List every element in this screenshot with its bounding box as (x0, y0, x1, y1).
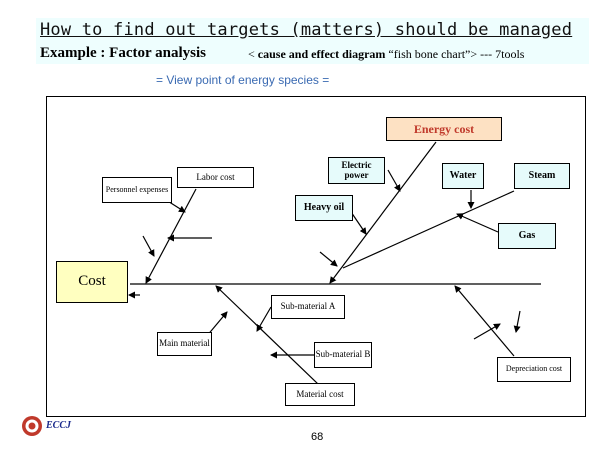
labor-cost-box: Labor cost (177, 167, 254, 188)
subtitle-note-bold: cause and effect diagram (257, 47, 386, 61)
diagram-frame (46, 96, 586, 417)
sub-material-a-box: Sub-material A (271, 295, 345, 319)
arrow-electric (387, 169, 401, 192)
sub-material-b-box: Sub-material B (314, 342, 372, 368)
page-number: 68 (311, 431, 324, 443)
subtitle-note-prefix: < (248, 47, 258, 61)
main-material-box: Main material (157, 332, 212, 356)
eccj-logo-icon (22, 416, 42, 436)
arrow-sub-a (256, 306, 272, 332)
material-cost-box: Material cost (285, 383, 355, 406)
electric-power-box: Electric power (328, 157, 385, 184)
bone-energy (329, 141, 437, 284)
arrow-depr-sub2 (513, 310, 521, 333)
personnel-expenses-box: Personnel expenses (102, 177, 172, 203)
title-bar (36, 18, 589, 64)
steam-box: Steam (514, 163, 570, 189)
viewpoint-caption: = View point of energy species = (156, 73, 330, 87)
depreciation-cost-box: Depreciation cost (497, 357, 571, 382)
arrow-gas (456, 213, 499, 233)
subtitle-note: < cause and effect diagram “fish bone ch… (248, 47, 524, 62)
arrow-depr-sub1 (473, 323, 501, 340)
heavy-oil-box: Heavy oil (295, 195, 353, 221)
cost-box: Cost (56, 261, 128, 303)
bone-depreciation (454, 285, 515, 357)
water-box: Water (442, 163, 484, 189)
gas-box: Gas (498, 223, 556, 249)
arrow-energy-sub (319, 251, 338, 267)
subtitle: Example : Factor analysis (40, 45, 206, 61)
energy-cost-box: Energy cost (386, 117, 502, 141)
arrow-labor-sub2 (142, 235, 155, 257)
bone-steam (342, 190, 515, 269)
page-title: How to find out targets (matters) should… (40, 20, 573, 40)
bone-material (215, 285, 319, 385)
logo-text: ECCJ (46, 420, 72, 431)
subtitle-note-suffix: “fish bone chart”> --- 7tools (385, 47, 525, 61)
